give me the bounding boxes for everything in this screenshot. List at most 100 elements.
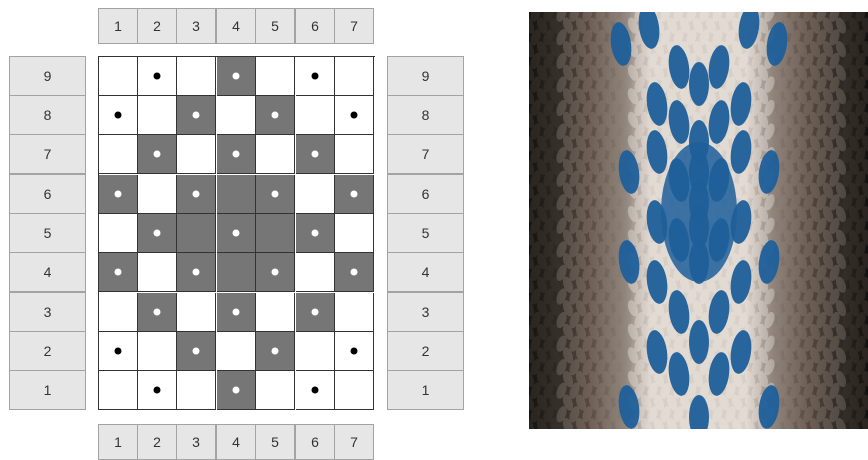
black-dot xyxy=(312,387,319,394)
white-dot xyxy=(193,269,200,276)
dark-cell xyxy=(177,175,216,214)
white-dot xyxy=(115,191,122,198)
white-dot xyxy=(154,151,161,158)
woven-band-image xyxy=(529,12,868,429)
light-cell xyxy=(99,96,138,135)
white-dot xyxy=(272,348,279,355)
dark-cell xyxy=(256,214,295,253)
row-label-left: 8 xyxy=(9,95,86,135)
dark-cell xyxy=(256,175,295,214)
row-label-left: 7 xyxy=(9,134,86,174)
dark-cell xyxy=(99,175,138,214)
light-cell xyxy=(296,332,335,371)
black-dot xyxy=(115,112,122,119)
weaving-chart: 1234567 1234567 987654321 987654321 xyxy=(0,0,520,455)
light-cell xyxy=(335,96,374,135)
light-cell xyxy=(256,371,295,410)
row-label-right: 7 xyxy=(387,134,464,174)
row-label-right: 5 xyxy=(387,213,464,253)
light-cell xyxy=(177,57,216,96)
white-dot xyxy=(233,387,240,394)
column-label-top: 1 xyxy=(98,8,138,44)
white-dot xyxy=(193,112,200,119)
light-cell xyxy=(177,135,216,174)
dark-cell xyxy=(177,253,216,292)
light-cell xyxy=(99,371,138,410)
light-cell xyxy=(99,214,138,253)
blue-stitch xyxy=(689,320,709,364)
dark-cell xyxy=(256,253,295,292)
dark-cell xyxy=(177,332,216,371)
light-cell xyxy=(296,175,335,214)
light-cell xyxy=(335,371,374,410)
white-dot xyxy=(233,73,240,80)
dark-cell xyxy=(138,135,177,174)
row-label-right: 1 xyxy=(387,370,464,410)
white-dot xyxy=(233,230,240,237)
column-label-top: 3 xyxy=(176,8,216,44)
column-label-top: 6 xyxy=(295,8,335,44)
white-dot xyxy=(233,151,240,158)
white-dot xyxy=(154,309,161,316)
center-motif xyxy=(661,142,737,282)
dark-cell xyxy=(138,293,177,332)
light-cell xyxy=(99,57,138,96)
white-dot xyxy=(272,269,279,276)
light-cell xyxy=(256,293,295,332)
column-label-top: 2 xyxy=(137,8,177,44)
row-label-left: 3 xyxy=(9,292,86,332)
dark-cell xyxy=(256,332,295,371)
woven-band-photo xyxy=(529,12,868,429)
light-cell xyxy=(138,96,177,135)
light-cell xyxy=(335,135,374,174)
light-cell xyxy=(138,371,177,410)
dark-cell xyxy=(138,214,177,253)
black-dot xyxy=(115,348,122,355)
dark-cell xyxy=(296,214,335,253)
white-dot xyxy=(272,112,279,119)
row-label-left: 9 xyxy=(9,56,86,96)
light-cell xyxy=(335,214,374,253)
light-cell xyxy=(138,175,177,214)
dark-cell xyxy=(217,57,256,96)
white-dot xyxy=(193,348,200,355)
light-cell xyxy=(177,371,216,410)
white-dot xyxy=(233,309,240,316)
light-cell xyxy=(99,135,138,174)
dark-cell xyxy=(256,96,295,135)
dark-cell xyxy=(99,253,138,292)
row-label-right: 2 xyxy=(387,331,464,371)
row-label-right: 8 xyxy=(387,95,464,135)
black-dot xyxy=(154,73,161,80)
blue-stitch xyxy=(689,62,709,106)
column-label-top: 7 xyxy=(334,8,374,44)
light-cell xyxy=(217,96,256,135)
dark-cell xyxy=(217,371,256,410)
light-cell xyxy=(296,96,335,135)
row-label-left: 5 xyxy=(9,213,86,253)
light-cell xyxy=(335,332,374,371)
dark-cell xyxy=(335,175,374,214)
dark-cell xyxy=(217,135,256,174)
light-cell xyxy=(177,293,216,332)
black-dot xyxy=(154,387,161,394)
row-label-right: 6 xyxy=(387,174,464,214)
light-cell xyxy=(99,293,138,332)
row-label-right: 3 xyxy=(387,292,464,332)
row-label-right: 9 xyxy=(387,56,464,96)
dark-cell xyxy=(217,293,256,332)
row-label-left: 2 xyxy=(9,331,86,371)
row-label-left: 4 xyxy=(9,252,86,292)
light-cell xyxy=(138,332,177,371)
pattern-grid xyxy=(98,56,375,410)
white-dot xyxy=(312,230,319,237)
dark-cell xyxy=(296,135,335,174)
black-dot xyxy=(351,112,358,119)
row-label-left: 6 xyxy=(9,174,86,214)
light-cell xyxy=(256,57,295,96)
black-dot xyxy=(351,348,358,355)
column-label-top: 5 xyxy=(255,8,295,44)
light-cell xyxy=(296,253,335,292)
light-cell xyxy=(138,253,177,292)
dark-cell xyxy=(217,214,256,253)
